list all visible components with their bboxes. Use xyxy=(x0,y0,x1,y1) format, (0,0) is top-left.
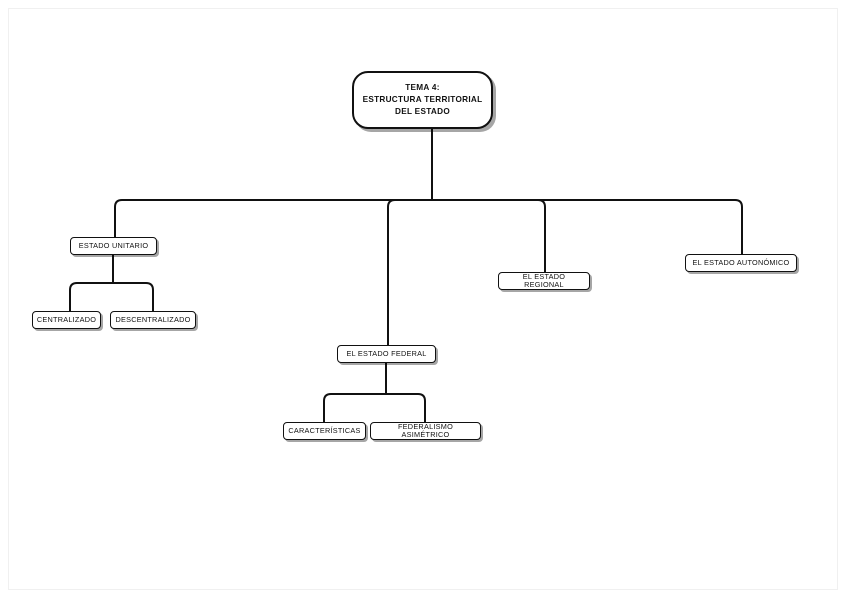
root-title-line-2: ESTRUCTURA TERRITORIAL xyxy=(362,95,483,105)
node-label-el-estado-federal: EL ESTADO FEDERAL xyxy=(346,348,427,358)
connector-federal-left xyxy=(323,393,386,422)
node-estado-unitario[interactable]: ESTADO UNITARIO xyxy=(70,237,157,255)
node-el-estado-autonomico[interactable]: EL ESTADO AUTONÓMICO xyxy=(685,254,797,272)
node-el-estado-federal[interactable]: EL ESTADO FEDERAL xyxy=(337,345,436,363)
node-label-estado-unitario: ESTADO UNITARIO xyxy=(78,240,149,250)
root-title-line-1: TEMA 4: xyxy=(405,83,440,93)
node-label-centralizado: CENTRALIZADO xyxy=(36,314,97,324)
node-label-el-estado-autonomico: EL ESTADO AUTONÓMICO xyxy=(692,257,790,267)
node-federalismo-asimetrico[interactable]: FEDERALISMO ASIMÉTRICO xyxy=(370,422,481,440)
connector-federal-right xyxy=(386,393,426,422)
node-el-estado-regional[interactable]: EL ESTADO REGIONAL xyxy=(498,272,590,290)
connector-bus-autonomico xyxy=(432,199,743,254)
connector-unitario-right xyxy=(113,282,154,311)
root-title-line-3: DEL ESTADO xyxy=(394,106,450,116)
connector-bus-left xyxy=(114,199,432,237)
node-centralizado[interactable]: CENTRALIZADO xyxy=(32,311,101,329)
node-label-caracteristicas: CARACTERÍSTICAS xyxy=(288,425,361,435)
connector-unitario-left xyxy=(69,282,113,311)
connector-bus-federal xyxy=(387,199,432,345)
node-descentralizado[interactable]: DESCENTRALIZADO xyxy=(110,311,196,329)
connector-bus-regional xyxy=(432,199,546,272)
node-label-el-estado-regional: EL ESTADO REGIONAL xyxy=(522,271,566,289)
node-label-federalismo-asimetrico: FEDERALISMO ASIMÉTRICO xyxy=(397,421,454,439)
node-label-descentralizado: DESCENTRALIZADO xyxy=(115,314,191,324)
node-caracteristicas[interactable]: CARACTERÍSTICAS xyxy=(283,422,366,440)
